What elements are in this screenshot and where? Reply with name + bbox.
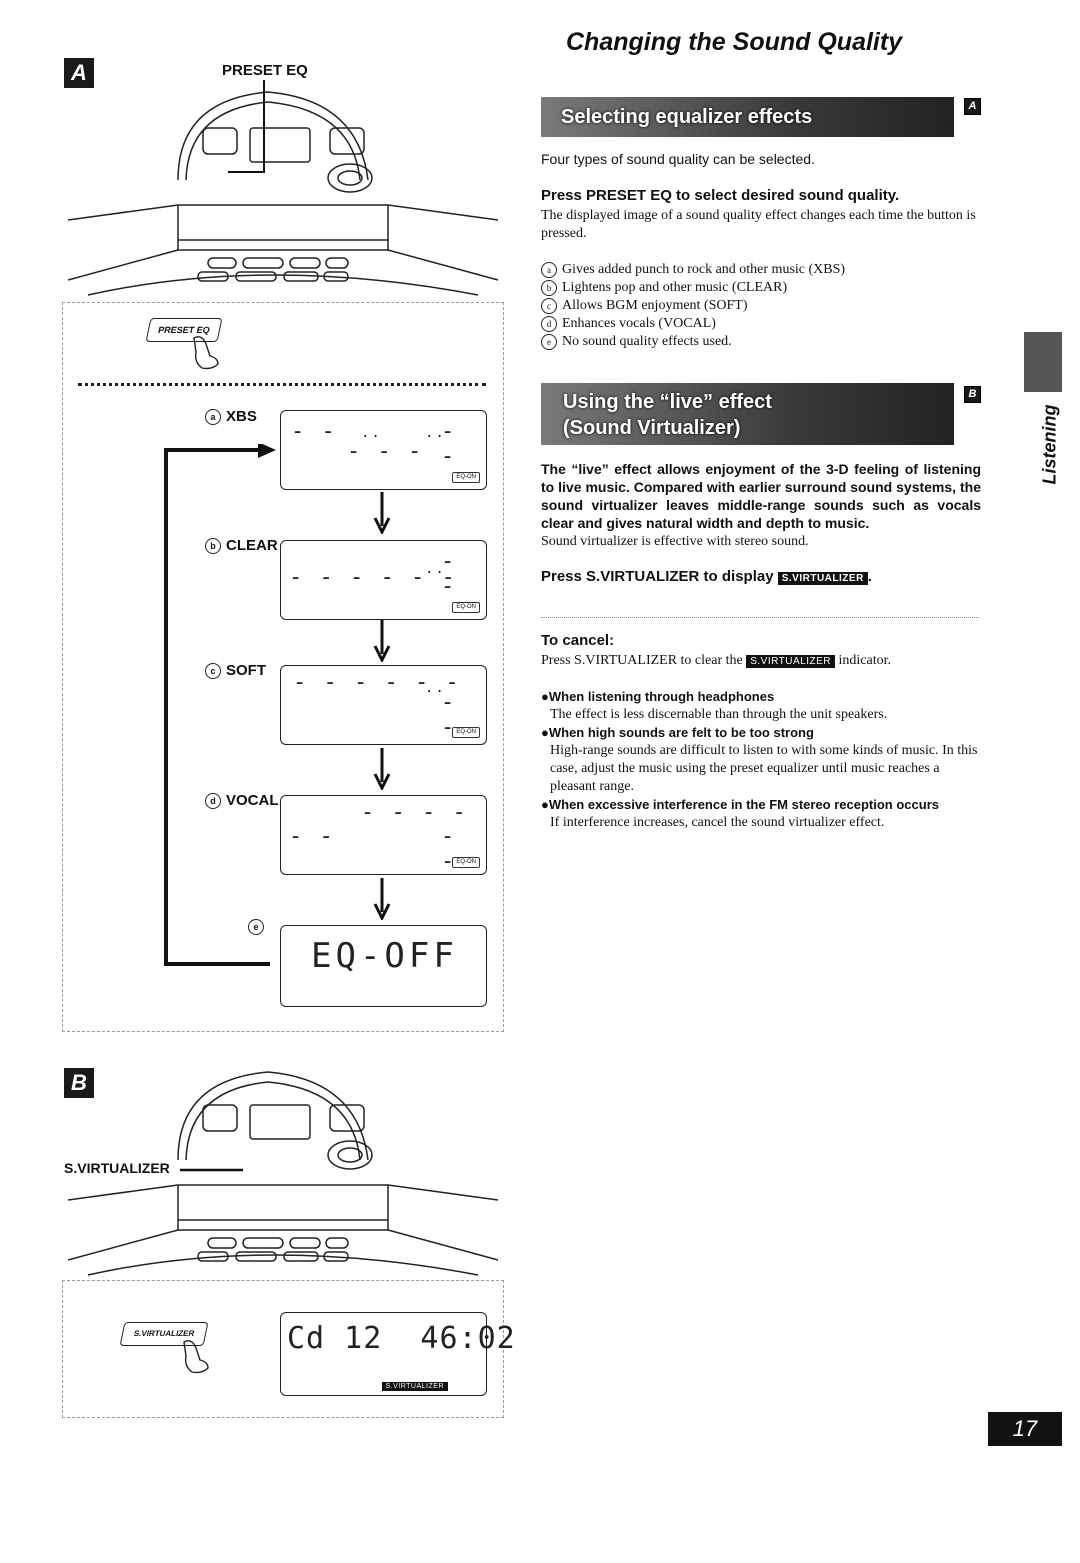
mode-marker-d: d	[205, 793, 221, 810]
section-a-step: Press PRESET EQ to select desired sound …	[541, 187, 900, 204]
cd-readout: Cd 12 46:02	[287, 1321, 516, 1356]
figure-b-panel	[62, 1280, 504, 1418]
page-title: Changing the Sound Quality	[566, 28, 903, 56]
lcd-segments: ..	[425, 680, 446, 696]
side-tab-shade	[1024, 332, 1062, 392]
eq-on-tag: EQ-ON	[452, 602, 480, 613]
section-divider	[541, 617, 979, 618]
page-number: 17	[988, 1412, 1062, 1446]
figure-a-panel	[62, 302, 504, 1032]
s-virtualizer-label: S.VIRTUALIZER	[64, 1160, 170, 1176]
note-heading: ●When excessive interference in the FM s…	[541, 797, 939, 812]
lcd-segments: ..	[361, 425, 382, 441]
note-heading: ●When high sounds are felt to be too str…	[541, 725, 814, 740]
lcd-segments: - -	[289, 824, 335, 849]
down-arrow-icon	[373, 748, 391, 790]
eq-on-tag: EQ-ON	[452, 727, 480, 738]
down-arrow-icon	[373, 878, 391, 920]
eq-on-tag: EQ-ON	[452, 472, 480, 483]
figure-b-badge: B	[64, 1068, 94, 1098]
section-a-intro: Four types of sound quality can be selec…	[541, 151, 815, 167]
lcd-segments: - -	[441, 824, 457, 874]
lcd-segments: - - - -	[361, 800, 468, 825]
lcd-segments: - -	[291, 419, 337, 444]
list-marker: c	[541, 297, 557, 314]
lcd-segments: ..	[425, 425, 446, 441]
lcd-display-xbs: - - .. .. - - - - - EQ-ON	[280, 410, 487, 490]
mode-label-off: e	[248, 918, 269, 936]
section-a-badge: A	[964, 98, 981, 115]
mode-marker-a: a	[205, 409, 221, 426]
note-body: High-range sounds are difficult to liste…	[550, 743, 978, 794]
cancel-instruction: Press S.VIRTUALIZER to clear the S.VIRTU…	[541, 653, 892, 668]
section-a-banner: Selecting equalizer effects	[541, 97, 954, 137]
lcd-display-cd: Cd 12 46:02 S.VIRTUALIZER	[280, 1312, 515, 1396]
mode-marker-b: b	[205, 538, 221, 555]
stereo-unit-illustration-a	[68, 80, 499, 296]
lcd-segments: - -	[441, 419, 457, 469]
section-b-intro: The “live” effect allows enjoyment of th…	[541, 461, 981, 531]
lcd-display-clear: - - - - - - - - .. EQ-ON	[280, 540, 487, 620]
section-b-step: Press S.VIRTUALIZER to display S.VIRTUAL…	[541, 568, 872, 585]
side-tab-label: Listening	[1039, 404, 1060, 485]
section-a-step-note: The displayed image of a sound quality e…	[541, 208, 976, 241]
cancel-heading: To cancel:	[541, 632, 615, 649]
section-b-intro-note: Sound virtualizer is effective with ster…	[541, 534, 809, 549]
mode-marker-c: c	[205, 663, 221, 680]
lcd-segments: - -	[441, 549, 457, 599]
list-marker: b	[541, 279, 557, 296]
stereo-unit-illustration-b	[68, 1071, 499, 1276]
note-body: The effect is less discernable than thro…	[550, 707, 888, 722]
lcd-segments: ..	[425, 561, 446, 577]
eq-off-readout: EQ-OFF	[311, 936, 458, 976]
lcd-segments: - -	[441, 690, 457, 740]
s-virtualizer-indicator: S.VIRTUALIZER	[746, 655, 836, 668]
pressing-hand-icon	[193, 336, 219, 370]
lcd-segments: - - -	[347, 439, 424, 464]
down-arrow-icon	[373, 620, 391, 662]
loop-back-arrow-icon	[164, 444, 276, 966]
s-virtualizer-indicator: S.VIRTUALIZER	[777, 572, 868, 585]
notes-list: ●When listening through headphones The e…	[541, 688, 979, 832]
lcd-segments: - - - - - -	[289, 565, 457, 590]
figure-a-badge: A	[64, 58, 94, 88]
section-b-badge: B	[964, 386, 981, 403]
note-body: If interference increases, cancel the so…	[550, 815, 885, 830]
lcd-display-vocal: - - - - - - - - EQ-ON	[280, 795, 487, 875]
s-virtualizer-indicator: S.VIRTUALIZER	[381, 1382, 448, 1391]
down-arrow-icon	[373, 492, 391, 534]
list-marker: a	[541, 261, 557, 278]
lcd-display-soft: - - - - - - .. - - EQ-ON	[280, 665, 487, 745]
note-heading: ●When listening through headphones	[541, 689, 775, 704]
lcd-segments: - - - - - -	[293, 670, 461, 695]
figure-a-divider	[78, 383, 486, 386]
list-marker: e	[541, 333, 557, 350]
pressing-hand-icon	[183, 1340, 209, 1374]
mode-marker-e: e	[248, 919, 264, 936]
eq-on-tag: EQ-ON	[452, 857, 480, 868]
section-b-banner: Using the “live” effect (Sound Virtualiz…	[541, 383, 954, 445]
lcd-display-eq-off: EQ-OFF	[280, 925, 487, 1007]
preset-eq-label: PRESET EQ	[222, 62, 308, 79]
list-marker: d	[541, 315, 557, 332]
